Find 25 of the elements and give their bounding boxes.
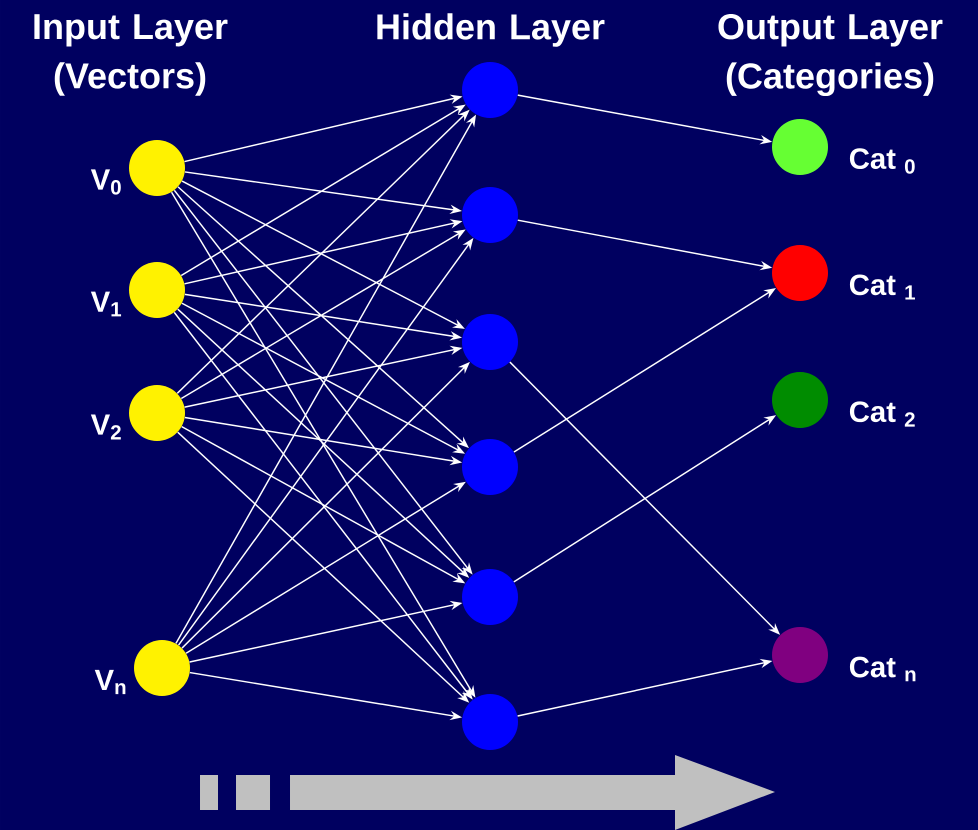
layer-heading: Input Layer (Vectors) <box>34 14 228 96</box>
neuron-circle <box>462 569 518 625</box>
neuron-circle <box>134 640 190 696</box>
neuron-circle <box>129 140 185 196</box>
neuron-circle <box>772 627 828 683</box>
neuron-circle <box>462 314 518 370</box>
node-label: V$_{1}$ <box>90 292 122 316</box>
neuron-circle <box>772 119 828 175</box>
node-label: Cat $_{0}$ <box>850 148 915 174</box>
node-label: Cat $_{1}$ <box>850 274 915 300</box>
neuron-circle <box>462 62 518 118</box>
neuron-circle <box>462 439 518 495</box>
neuron-circle <box>772 372 828 428</box>
neuron-circle <box>462 187 518 243</box>
neuron-circle <box>129 262 185 318</box>
node-label: Cat $_{2}$ <box>850 401 915 427</box>
neuron-circle <box>772 245 828 301</box>
node-label: V$_{n}$ <box>94 670 126 694</box>
node-label: V$_{0}$ <box>90 169 121 195</box>
layer-heading: Output Layer (Categories) <box>718 14 942 96</box>
neuron-circle <box>129 385 185 441</box>
layer-heading: Hidden Layer <box>377 13 604 47</box>
neuron-circle <box>462 694 518 750</box>
node-label: V$_{2}$ <box>90 414 121 440</box>
node-label: Cat $_{n}$ <box>850 656 916 682</box>
